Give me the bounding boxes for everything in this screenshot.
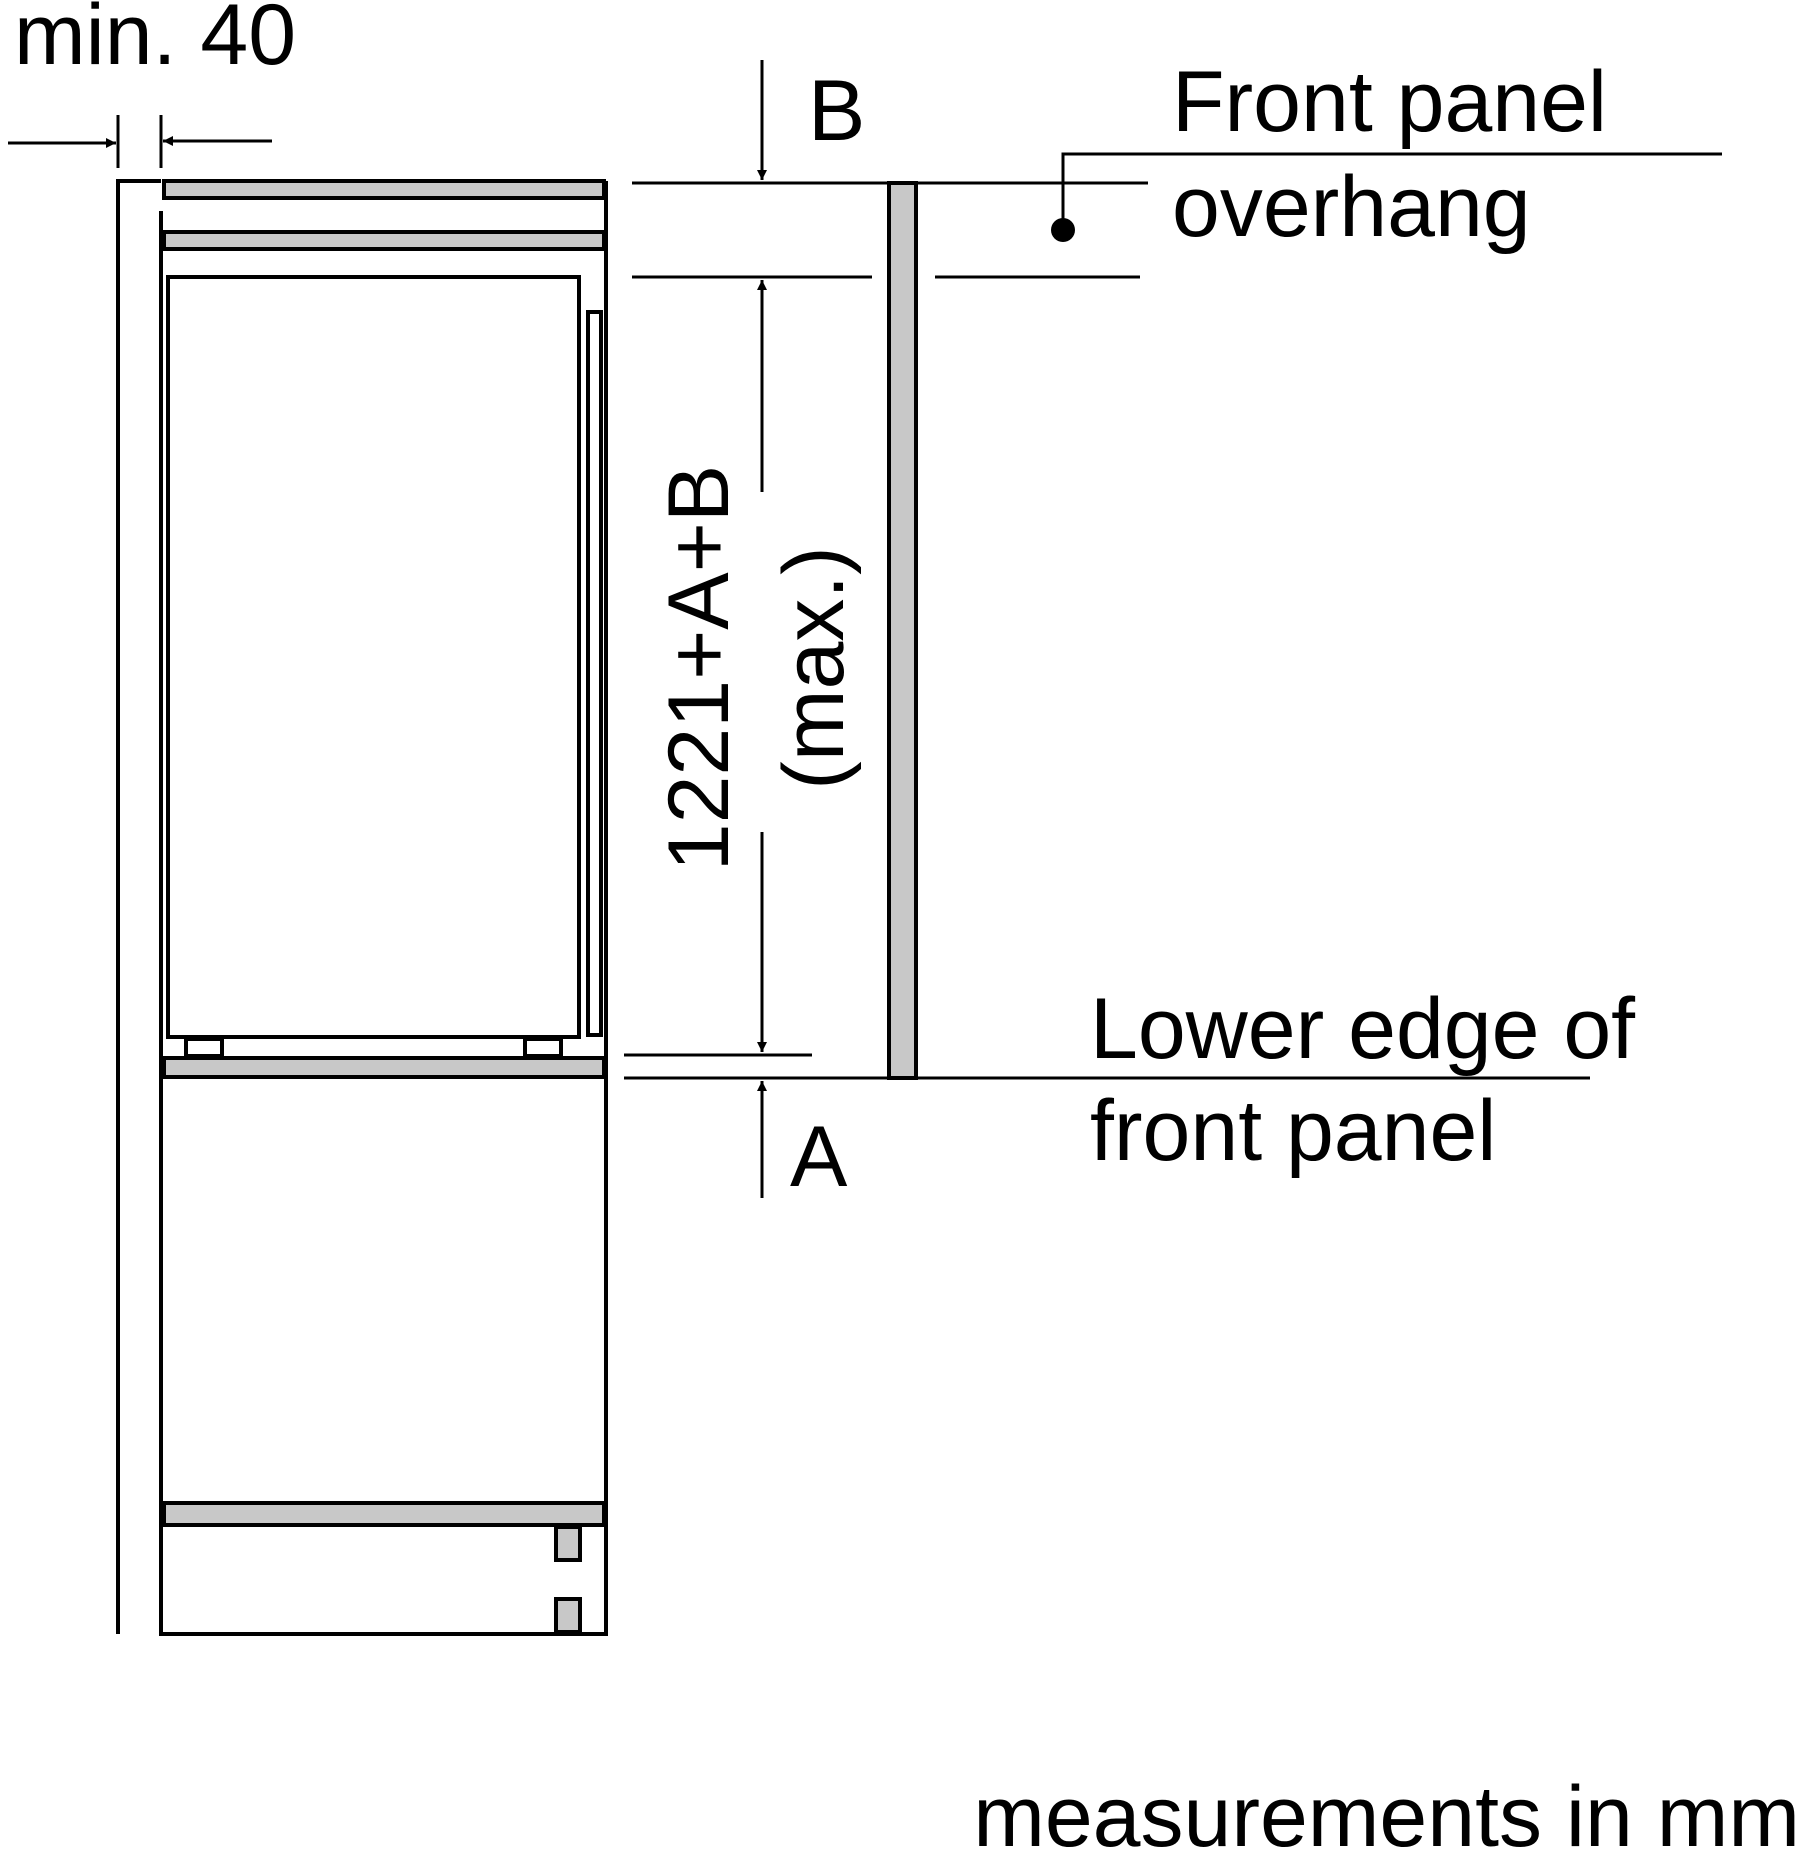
height-dimension	[624, 60, 1590, 1198]
min-clearance-label: min. 40	[14, 0, 296, 83]
lower-letter-a: A	[790, 1109, 848, 1205]
appliance	[166, 275, 603, 1058]
height-qualifier-label: (max.)	[766, 546, 862, 790]
lower-edge-label-line2: front panel	[1090, 1083, 1496, 1179]
appliance-door-edge	[586, 310, 603, 1037]
plinth-brackets	[554, 1525, 582, 1634]
top-board-1	[162, 179, 606, 200]
overhang-leader-dot	[1051, 218, 1075, 242]
plinth-bracket-upper	[554, 1525, 582, 1562]
middle-board	[162, 1056, 606, 1079]
front-panel	[887, 181, 918, 1080]
appliance-foot-left	[184, 1037, 224, 1058]
overhang-leader	[1051, 152, 1722, 242]
height-formula-label: 1221+A+B	[651, 465, 747, 871]
lower-edge-label-line1: Lower edge of	[1090, 981, 1636, 1077]
cabinet-outline	[116, 179, 608, 1636]
overhang-letter-b: B	[808, 63, 865, 159]
lower-board	[162, 1501, 606, 1527]
front-panel-label-line2: overhang	[1172, 159, 1531, 255]
units-note: measurements in mm	[973, 1769, 1800, 1856]
front-panel-label-line1: Front panel	[1172, 54, 1607, 150]
appliance-body	[166, 275, 581, 1039]
top-board-2	[162, 230, 606, 251]
cabinet	[116, 179, 608, 1636]
min-clearance-dimension	[8, 115, 272, 168]
plinth-bracket-lower	[554, 1597, 582, 1634]
shelves	[162, 179, 606, 1527]
appliance-foot-right	[523, 1037, 563, 1058]
overhang-leader-line	[1061, 152, 1722, 230]
